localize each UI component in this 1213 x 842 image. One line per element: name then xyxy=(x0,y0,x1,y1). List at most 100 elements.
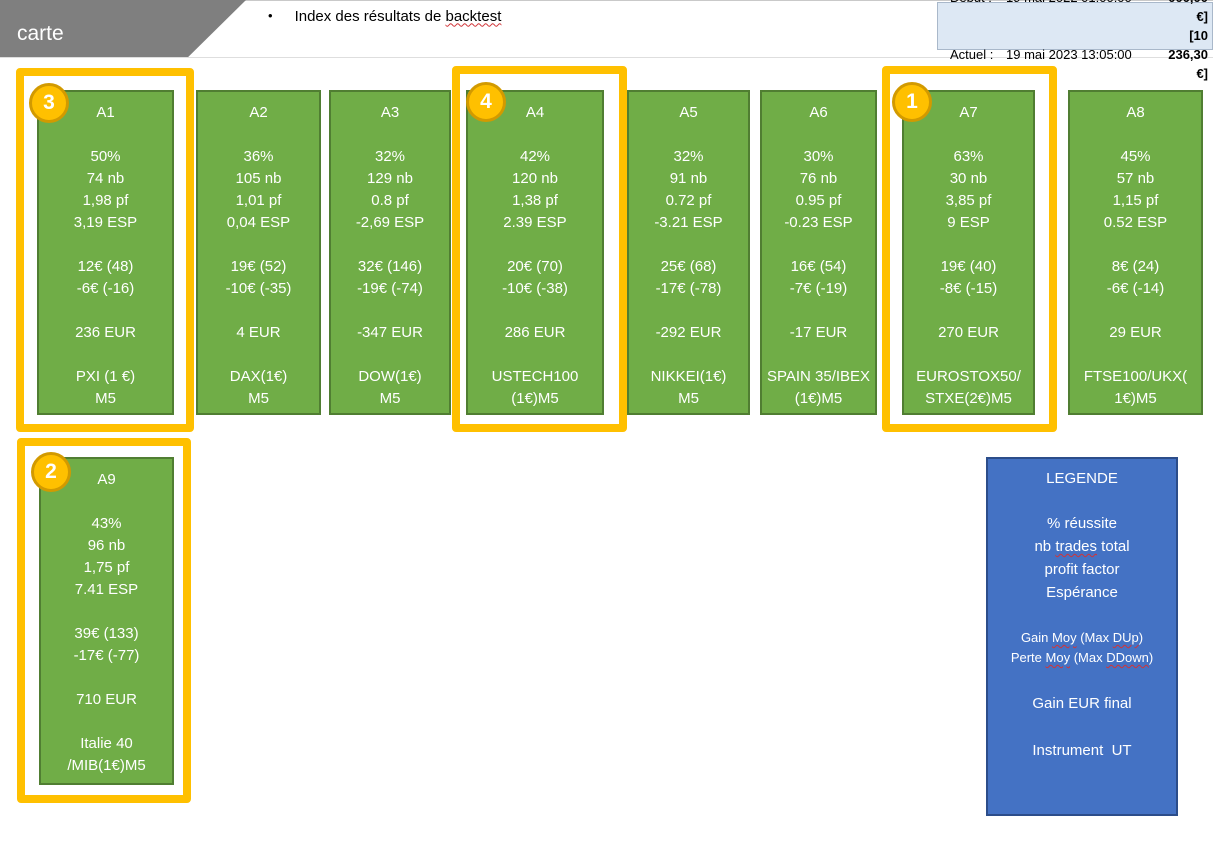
legend-box: LEGENDE % réussite nb trades total profi… xyxy=(986,457,1178,816)
info-row-debut: Début : 19 mai 2022 01:00:00 [10 000,00 … xyxy=(950,0,1208,26)
stat-line: 91 nb xyxy=(669,170,708,187)
rank-badge-2: 2 xyxy=(31,452,71,492)
gain-line: 19€ (52) xyxy=(230,258,287,275)
stat-line: 57 nb xyxy=(1116,170,1155,187)
loss-line: -17€ (-78) xyxy=(655,280,722,297)
gain-line: 39€ (133) xyxy=(74,625,139,642)
stat-line: -2,69 ESP xyxy=(355,214,425,231)
highlight-frame-1-card-a7 xyxy=(882,66,1057,432)
header-title-row: • Index des résultats de backtest xyxy=(268,7,501,25)
stat-line: 0.52 ESP xyxy=(1103,214,1168,231)
highlight-frame-4-card-a4 xyxy=(452,66,627,432)
card-a6-name: A6 xyxy=(809,104,828,121)
legend-line-perte-moy: Perte Moy (Max DDown) xyxy=(988,648,1176,668)
loss-line: -6€ (-16) xyxy=(76,280,135,297)
stat-line: 42% xyxy=(519,148,551,165)
card-a2-name: A2 xyxy=(249,104,268,121)
debut-value: [10 000,00 €] xyxy=(1168,0,1208,24)
rank-badge-1: 1 xyxy=(892,82,932,122)
debut-label: Début : xyxy=(950,0,1006,7)
card-a8-name: A8 xyxy=(1126,104,1145,121)
page-title-text: Index des résultats de xyxy=(294,7,446,25)
bullet-icon: • xyxy=(268,8,273,23)
instrument-line: M5 xyxy=(248,390,269,407)
stat-line: 0.72 pf xyxy=(665,192,712,209)
stat-line: 50% xyxy=(90,148,121,165)
stat-line: 32% xyxy=(673,148,704,165)
gain-line: 20€ (70) xyxy=(507,258,563,275)
stat-line: 1,38 pf xyxy=(512,192,558,209)
top-hairline xyxy=(0,0,1213,1)
stat-line: 0,04 ESP xyxy=(226,214,291,231)
header-divider xyxy=(0,57,1213,58)
gain-line: 16€ (54) xyxy=(790,258,847,275)
legend-perte-ddown-word: DDown xyxy=(1106,650,1149,665)
instrument-line: M5 xyxy=(678,390,699,407)
card-a6: A6 30% 76 nb 0.95 pf -0.23 ESP 16€ (54) … xyxy=(760,90,877,415)
instrument-line: 1€)M5 xyxy=(1114,390,1157,407)
card-a5: A5 32% 91 nb 0.72 pf -3.21 ESP 25€ (68) … xyxy=(627,90,750,415)
tab-carte-label: carte xyxy=(17,21,64,45)
legend-gain-prefix: Gain xyxy=(1020,630,1053,645)
legend-perte-mid: (Max xyxy=(1070,650,1107,665)
card-a1-name: A1 xyxy=(96,104,115,121)
stat-line: 32% xyxy=(374,148,406,165)
stat-line: 30 nb xyxy=(949,170,988,187)
legend-title: LEGENDE xyxy=(1046,470,1118,487)
highlight-frame-3-card-a1 xyxy=(16,68,194,432)
actuel-datetime: 19 mai 2023 13:05:00 xyxy=(1006,47,1132,62)
stat-line: 96 nb xyxy=(87,537,126,554)
stat-line: 1,15 pf xyxy=(1112,192,1159,209)
stat-line: 105 nb xyxy=(235,170,282,187)
legend-line-esperance: Espérance xyxy=(1046,584,1118,601)
instrument-line: DOW(1€) xyxy=(358,368,422,385)
gain-line: 32€ (146) xyxy=(357,258,423,275)
card-a4-name: A4 xyxy=(525,104,545,121)
legend-line-profit-factor: profit factor xyxy=(1044,561,1120,578)
stat-line: 63% xyxy=(953,148,984,165)
legend-gain-dup-word: DUp xyxy=(1112,630,1139,645)
eur-line: -17 EUR xyxy=(789,324,848,341)
card-a7-name: A7 xyxy=(959,104,978,121)
stat-line: 3,85 pf xyxy=(945,192,992,209)
eur-line: 236 EUR xyxy=(75,324,136,341)
stat-line: 30% xyxy=(803,148,834,165)
actuel-value: [10 236,30 €] xyxy=(1168,28,1208,81)
legend-line-trades: nb trades total xyxy=(988,535,1176,558)
card-a9: A9 43% 96 nb 1,75 pf 7.41 ESP 39€ (133) … xyxy=(39,457,174,785)
instrument-line: PXI (1 €) xyxy=(75,368,136,385)
gain-line: 19€ (40) xyxy=(940,258,997,275)
stat-line: 120 nb xyxy=(512,170,558,187)
legend-trades-suffix: total xyxy=(1097,538,1130,555)
eur-line: 29 EUR xyxy=(1109,324,1162,341)
stat-line: 45% xyxy=(1120,148,1151,165)
stat-line: 9 ESP xyxy=(947,214,990,231)
instrument-line: FTSE100/UKX( xyxy=(1083,368,1188,385)
tab-carte[interactable]: carte xyxy=(0,0,246,57)
instrument-line: /MIB(1€)M5 xyxy=(67,757,146,774)
debut-datetime: 19 mai 2022 01:00:00 xyxy=(1006,0,1156,7)
instrument-line: USTECH100 xyxy=(491,368,579,385)
legend-line-reussite: % réussite xyxy=(1046,515,1118,532)
eur-line: -347 EUR xyxy=(357,324,423,341)
instrument-line: (1€)M5 xyxy=(794,390,843,407)
stat-line: -3.21 ESP xyxy=(654,214,723,231)
stat-line: 1,01 pf xyxy=(235,192,282,209)
legend-line-gain-final: Gain EUR final xyxy=(1032,695,1132,712)
loss-line: -17€ (-77) xyxy=(73,647,140,664)
highlight-frame-2-card-a9 xyxy=(17,438,191,803)
legend-gain-moy-word: Moy xyxy=(1052,630,1077,645)
eur-line: 270 EUR xyxy=(938,324,999,341)
instrument-line: M5 xyxy=(379,390,401,407)
legend-gain-close: ) xyxy=(1138,630,1144,645)
instrument-line: NIKKEI(1€) xyxy=(650,368,727,385)
eur-line: 710 EUR xyxy=(76,691,137,708)
stat-line: 1,75 pf xyxy=(83,559,130,576)
legend-trades-word: trades xyxy=(1055,538,1098,555)
legend-line-instrument: Instrument UT xyxy=(1032,742,1132,759)
card-a3: A3 32% 129 nb 0.8 pf -2,69 ESP 32€ (146)… xyxy=(329,90,451,415)
instrument-line: SPAIN 35/IBEX xyxy=(766,368,871,385)
legend-perte-close: ) xyxy=(1148,650,1154,665)
stat-line: 3,19 ESP xyxy=(73,214,138,231)
